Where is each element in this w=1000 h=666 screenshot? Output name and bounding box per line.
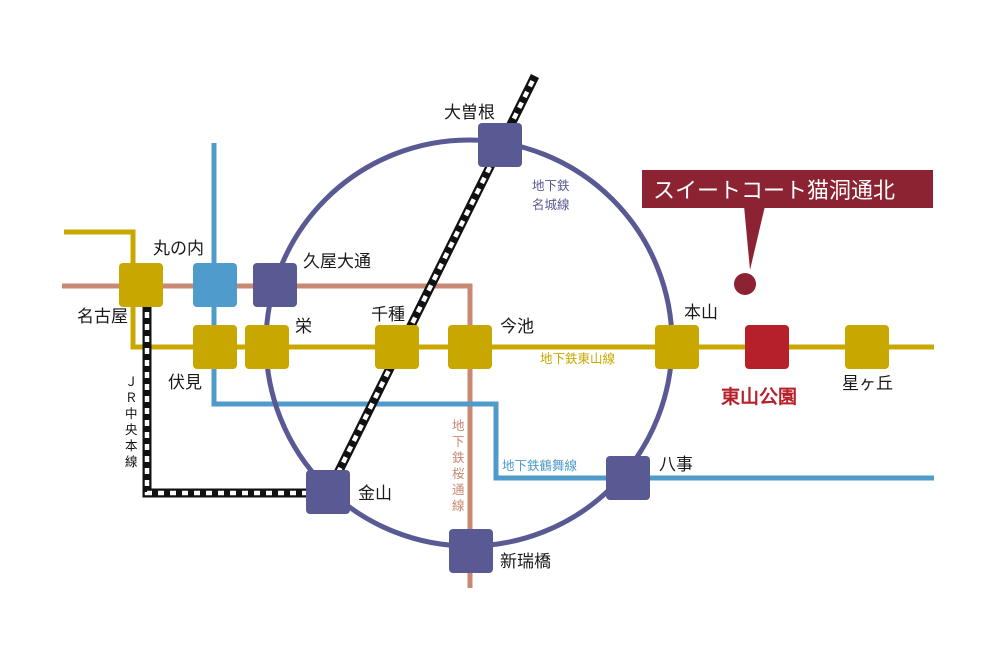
station-nagoya-label: 名古屋 (77, 307, 128, 327)
station-hisaya-odori-label: 久屋大通 (303, 252, 371, 272)
station-aratamabashi-label: 新瑞橋 (500, 552, 551, 572)
station-motoyama-marker (655, 325, 699, 369)
sakuradori-line-label: 地 下 鉄 桜 通 線 (452, 418, 465, 513)
station-hoshigaoka-label: 星ヶ丘 (842, 374, 893, 394)
station-hoshigaoka-marker (845, 325, 889, 369)
sakuradori-label-char: 桜 (452, 466, 465, 481)
destination-station-label: 東山公園 (721, 385, 797, 408)
sakuradori-label-char: 通 (452, 482, 465, 497)
station-kanayama-marker (306, 470, 350, 514)
jr-chuo-label-char: 線 (125, 454, 138, 469)
station-nagoya-marker (119, 263, 163, 307)
sakuradori-label-char: 線 (452, 498, 465, 513)
sakuradori-label-char: 下 (452, 434, 465, 449)
meijo-line-label-2: 名城線 (532, 197, 570, 212)
sakuradori-label-char: 地 (452, 418, 465, 433)
property-location-pin (734, 273, 756, 295)
tsurumai-line-label: 地下鉄鶴舞線 (502, 458, 578, 473)
jr-chuo-label-char: Ｊ (125, 374, 138, 389)
station-yagoto-label: 八事 (659, 455, 693, 475)
jr-chuo-line-label: Ｊ Ｒ 中 央 本 線 (125, 374, 138, 469)
station-aratamabashi-marker (449, 529, 493, 573)
station-imaike-marker (448, 325, 492, 369)
station-sakae-label: 栄 (295, 317, 312, 337)
station-imaike-label: 今池 (500, 317, 534, 337)
jr-chuo-label-char: 央 (125, 422, 138, 437)
meijo-line-label-1: 地下鉄 (532, 178, 570, 193)
station-motoyama-label: 本山 (684, 303, 718, 323)
sakuradori-label-char: 鉄 (452, 450, 465, 465)
station-hisaya-odori-marker (253, 263, 297, 307)
property-name: スイートコート猫洞通北 (653, 179, 895, 204)
jr-chuo-label-char: Ｒ (125, 390, 138, 405)
station-fushimi-marker (193, 325, 237, 369)
higashiyama-line-label: 地下鉄東山線 (540, 351, 616, 366)
station-higashiyama-koen-marker (745, 325, 789, 369)
station-chikusa-label: 千種 (371, 305, 405, 325)
station-ozone-marker (478, 123, 522, 167)
station-sakae-marker (245, 325, 289, 369)
callout-pointer (744, 206, 765, 270)
callout-box (642, 170, 933, 208)
station-ozone-label: 大曽根 (444, 103, 495, 123)
jr-chuo-line (142, 73, 540, 498)
property-callout: スイートコート猫洞通北 (642, 170, 933, 295)
jr-chuo-label-char: 本 (125, 438, 138, 453)
station-marunouchi-label: 丸の内 (153, 239, 204, 259)
station-fushimi-label: 伏見 (168, 373, 202, 393)
station-yagoto-marker (606, 456, 650, 500)
station-chikusa-marker (375, 325, 419, 369)
station-marunouchi-marker (193, 263, 237, 307)
jr-chuo-label-char: 中 (125, 406, 138, 421)
station-kanayama-label: 金山 (358, 484, 392, 504)
